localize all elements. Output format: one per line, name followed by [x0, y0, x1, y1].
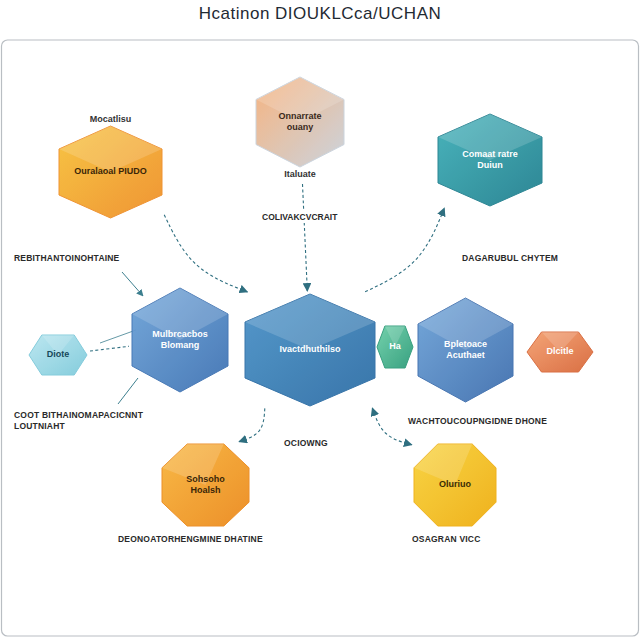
node-text-group: Ivactdhuthilso [279, 344, 340, 355]
node-text-group: Sohsoho Hoalsh [174, 474, 238, 497]
node-text-group: Diote [47, 349, 70, 360]
node-text-group: Ha [389, 341, 401, 352]
node-text-group: Mulbrcacbos Blomang [145, 329, 216, 352]
node-label: Diote [47, 349, 70, 360]
shape-facet [414, 444, 472, 485]
node-label: Comaat ratre Duiun [452, 149, 529, 172]
shape-facet [245, 294, 375, 350]
shape-body [132, 288, 228, 392]
node-label: Bpletoace Acuthaet [431, 339, 501, 362]
node-heading: Mocatlisu [88, 112, 134, 126]
annotation-label: OCIOWNG [284, 438, 328, 449]
connector-arrow [372, 408, 411, 445]
node-text-group: Comaat ratre Duiun [452, 149, 529, 172]
node-shape: Mulbrcacbos Blomang [132, 288, 228, 392]
node-text-group: Dlcitle [546, 346, 573, 357]
node-shape: Ha [377, 326, 413, 368]
node-text-group: Oluriuo [439, 479, 471, 490]
node-shape: Bpletoace Acuthaet [418, 298, 513, 402]
shape-facet [59, 126, 162, 172]
octagon-node: Sohsoho Hoalsh [162, 444, 249, 526]
hexagon-node: Ha [377, 326, 413, 368]
diagram-title: Hcatinon DIOUKLCca/UCHAN [0, 4, 640, 24]
node-shape: Comaat ratre Duiun [438, 114, 542, 206]
node-label: Mulbrcacbos Blomang [145, 329, 216, 352]
shape-body [414, 444, 496, 526]
node-shape: Dlcitle [527, 332, 593, 372]
node-shape: Onnarrate ouany [256, 77, 344, 167]
annotation-label: WACHTOUCOUPNGIDNE DHONE [408, 416, 547, 427]
shape-body [245, 294, 375, 406]
shape-body [162, 444, 249, 526]
node-label: Oluriuo [439, 479, 471, 490]
node-heading: Italuate [282, 167, 318, 181]
node-label: Dlcitle [546, 346, 573, 357]
node-shape: Ouralaoal PIUDO [59, 126, 162, 218]
node-label: Ivactdhuthilso [279, 344, 340, 355]
leader-line [118, 378, 138, 404]
node-shape: Sohsoho Hoalsh [162, 444, 249, 526]
shape-body [29, 335, 87, 375]
hexagon-node: MocatlisuOuralaoal PIUDO [59, 112, 162, 218]
node-shape: Diote [29, 335, 87, 375]
hexagon-node: Mulbrcacbos Blomang [132, 288, 228, 392]
hexagon-node: Ivactdhuthilso [245, 294, 375, 406]
hexagon-node: Bpletoace Acuthaet [418, 298, 513, 402]
annotation-label: OSAGRAN VICC [412, 534, 481, 545]
shape-body [59, 126, 162, 218]
shape-body [256, 77, 344, 167]
connector-arrow [302, 184, 307, 291]
annotation-label: REBITHANTOINOHTAINE [14, 253, 120, 264]
shape-body [438, 114, 542, 206]
annotation-label: DEONOATORHENGMINE DHATINE [118, 534, 263, 545]
shape-body [418, 298, 513, 402]
octagon-node: Oluriuo [414, 444, 496, 526]
connector-arrow [164, 215, 247, 292]
leader-line [122, 272, 143, 296]
hexagon-node: Onnarrate ouanyItaluate [256, 77, 344, 181]
annotation-label: COOT BITHAINOMAPACICNNT LOUTNIAHT [14, 410, 184, 432]
frame [2, 40, 639, 636]
node-label: Sohsoho Hoalsh [174, 474, 238, 497]
node-shape: Ivactdhuthilso [245, 294, 375, 406]
connector-arrow [239, 408, 265, 441]
hexagon-node: Comaat ratre Duiun [438, 114, 542, 206]
node-text-group: Onnarrate ouany [268, 111, 333, 134]
connector-arrow [90, 346, 129, 351]
node-label: Ha [389, 341, 401, 352]
hexagon-node: Dlcitle [527, 332, 593, 372]
edge-label: COLIVAKCVCRAIT [259, 211, 340, 223]
connector-arrow [365, 208, 444, 292]
leader-line [100, 330, 136, 343]
hexagon-node: Diote [29, 335, 87, 375]
annotation-label: DAGARUBUL CHYTEM [462, 253, 558, 264]
shape-body [527, 332, 593, 372]
node-label: Ouralaoal PIUDO [74, 166, 147, 177]
node-shape: Oluriuo [414, 444, 496, 526]
node-text-group: Bpletoace Acuthaet [431, 339, 501, 362]
node-text-group: Ouralaoal PIUDO [74, 166, 147, 177]
shape-body [377, 326, 413, 368]
node-label: Onnarrate ouany [268, 111, 333, 134]
